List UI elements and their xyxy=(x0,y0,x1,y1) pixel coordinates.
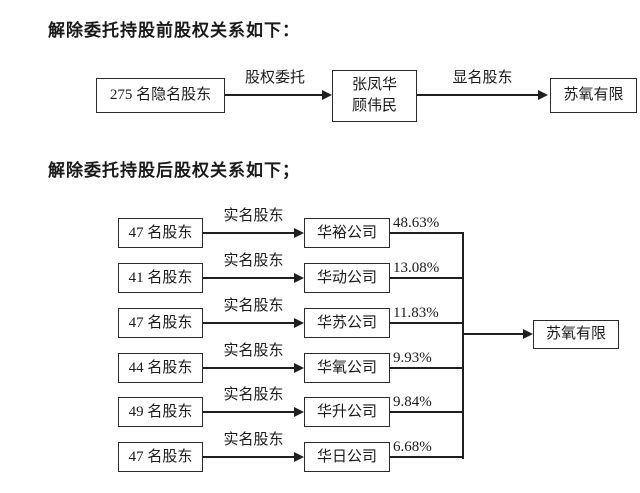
node-hidden-shareholders: 275 名隐名股东 xyxy=(96,78,225,113)
trustee-name-2: 顾伟民 xyxy=(351,98,397,114)
shareholder-row: 实名股东 44 名股东 华氧公司 9.93% xyxy=(0,338,640,388)
trustee-name-1: 张凤华 xyxy=(351,77,397,93)
edge-label-registered: 实名股东 xyxy=(223,208,284,224)
node-shareholders: 47 名股东 xyxy=(118,308,203,338)
node-suyang-limited-before: 苏氧有限 xyxy=(550,78,637,113)
node-company: 华氧公司 xyxy=(304,353,390,383)
node-shareholders: 44 名股东 xyxy=(118,353,203,383)
edge-label-entrust: 股权委托 xyxy=(244,70,305,86)
node-hidden-shareholders-label: 275 名隐名股东 xyxy=(109,87,212,103)
connector-line xyxy=(390,232,463,234)
shareholders-count-label: 41 名股东 xyxy=(128,269,193,286)
node-shareholders: 49 名股东 xyxy=(118,397,203,427)
connector-line xyxy=(203,367,294,369)
company-name-label: 华动公司 xyxy=(316,269,377,286)
edge-label-registered: 实名股东 xyxy=(223,432,284,448)
shareholder-row: 实名股东 47 名股东 华日公司 6.68% xyxy=(0,427,640,477)
edge-label-registered: 实名股东 xyxy=(223,387,284,403)
connector-line xyxy=(203,456,294,458)
percent-label: 9.93% xyxy=(393,350,432,366)
connector-line xyxy=(203,277,294,279)
arrow-right-icon xyxy=(294,228,304,238)
shareholder-row: 实名股东 49 名股东 华升公司 9.84% xyxy=(0,382,640,432)
node-company: 华裕公司 xyxy=(304,218,390,248)
edge-label-registered: 实名股东 xyxy=(223,343,284,359)
percent-label: 48.63% xyxy=(393,215,440,231)
connector-line xyxy=(390,411,463,413)
percent-label: 11.83% xyxy=(393,305,439,321)
connector-line xyxy=(464,333,524,335)
node-suyang-limited-before-label: 苏氧有限 xyxy=(563,87,624,103)
percent-label: 13.08% xyxy=(393,260,440,276)
connector-line xyxy=(390,367,463,369)
connector-line xyxy=(203,411,294,413)
shareholder-row: 实名股东 47 名股东 华苏公司 11.83% xyxy=(0,293,640,343)
company-name-label: 华氧公司 xyxy=(316,359,377,376)
connector-line xyxy=(390,322,463,324)
arrow-right-icon xyxy=(294,273,304,283)
node-company: 华动公司 xyxy=(304,263,390,293)
shareholders-count-label: 44 名股东 xyxy=(128,359,193,376)
company-name-label: 华裕公司 xyxy=(316,224,377,241)
shareholders-count-label: 49 名股东 xyxy=(128,403,193,420)
company-name-label: 华日公司 xyxy=(316,448,377,465)
arrow-right-icon xyxy=(294,452,304,462)
node-trustees: 张凤华 顾伟民 xyxy=(332,70,417,122)
edge-label-registered: 实名股东 xyxy=(223,298,284,314)
node-suyang-limited-after: 苏氧有限 xyxy=(533,320,619,349)
node-shareholders: 47 名股东 xyxy=(118,218,203,248)
node-shareholders: 47 名股东 xyxy=(118,442,203,472)
shareholders-count-label: 47 名股东 xyxy=(128,314,193,331)
edge-label-nominal: 显名股东 xyxy=(452,70,513,86)
percent-label: 9.84% xyxy=(393,394,432,410)
node-company: 华苏公司 xyxy=(304,308,390,338)
node-company: 华日公司 xyxy=(304,442,390,472)
shareholder-row: 实名股东 41 名股东 华动公司 13.08% xyxy=(0,248,640,298)
shareholder-row: 实名股东 47 名股东 华裕公司 48.63% xyxy=(0,203,640,253)
arrow-right-icon xyxy=(523,329,533,339)
arrow-right-icon xyxy=(322,90,332,100)
company-name-label: 华苏公司 xyxy=(316,314,377,331)
shareholders-count-label: 47 名股东 xyxy=(128,224,193,241)
connector-line xyxy=(225,94,324,96)
connector-line xyxy=(417,94,539,96)
connector-line xyxy=(203,232,294,234)
collector-spine-line xyxy=(462,232,464,459)
node-suyang-limited-after-label: 苏氧有限 xyxy=(545,326,606,342)
arrow-right-icon xyxy=(294,318,304,328)
edge-label-registered: 实名股东 xyxy=(223,253,284,269)
shareholders-count-label: 47 名股东 xyxy=(128,448,193,465)
company-name-label: 华升公司 xyxy=(316,403,377,420)
arrow-right-icon xyxy=(294,407,304,417)
percent-label: 6.68% xyxy=(393,439,432,455)
node-shareholders: 41 名股东 xyxy=(118,263,203,293)
section-after-title: 解除委托持股后股权关系如下； xyxy=(48,161,300,180)
connector-line xyxy=(390,277,463,279)
connector-line xyxy=(390,456,463,458)
node-company: 华升公司 xyxy=(304,397,390,427)
section-before-title: 解除委托持股前股权关系如下： xyxy=(48,21,300,40)
arrow-right-icon xyxy=(294,363,304,373)
arrow-right-icon xyxy=(538,90,548,100)
connector-line xyxy=(203,322,294,324)
